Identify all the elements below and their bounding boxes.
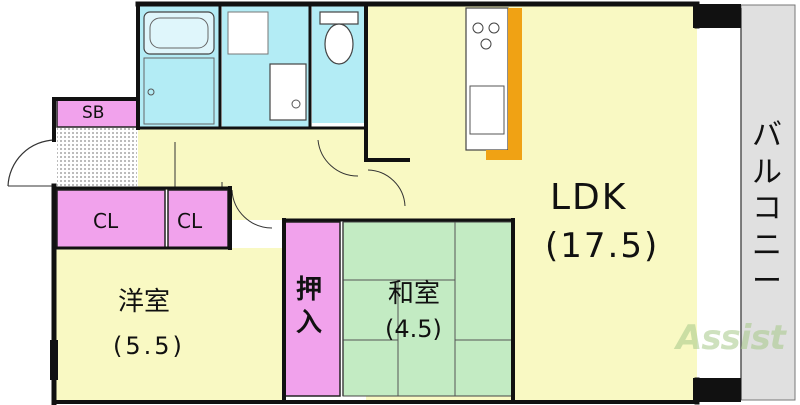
toilet-tank — [319, 11, 359, 25]
oshiire-label: 押入 — [295, 275, 322, 338]
ldk-area-label: (17.5) — [545, 226, 660, 266]
balcony-label: バルコニー — [752, 118, 782, 300]
shoe-box-label: SB — [82, 103, 105, 123]
closet-2 — [167, 189, 229, 249]
closet-2-label: CL — [177, 209, 203, 233]
balcony-floor — [740, 4, 796, 401]
toilet-bowl — [324, 23, 354, 65]
western-room-floor — [54, 248, 284, 403]
closet-1-label: CL — [93, 209, 119, 233]
bathtub — [143, 11, 215, 55]
ldk-label: LDK — [550, 177, 628, 218]
kitchen-sink — [469, 85, 505, 135]
washbasin — [269, 63, 307, 121]
counter-wall — [486, 8, 522, 160]
entrance-floor — [57, 128, 137, 186]
western-room-area-label: (5.5) — [113, 332, 185, 360]
hall-corridor-floor — [232, 185, 512, 220]
oshiire-closet — [283, 221, 341, 397]
washer-space — [227, 11, 269, 55]
western-room-label: 洋室 — [118, 287, 171, 317]
western-room-door — [231, 189, 273, 229]
japanese-room-floor — [342, 221, 514, 397]
japanese-room-label: 和室 — [388, 279, 441, 309]
watermark-logo: Assist — [676, 318, 786, 358]
toilet-door — [317, 139, 359, 177]
walls — [51, 1, 700, 405]
hall-door — [367, 169, 406, 207]
entrance-door — [7, 139, 56, 187]
japanese-room-area-label: (4.5) — [385, 315, 442, 343]
hallway-floor — [138, 128, 366, 190]
